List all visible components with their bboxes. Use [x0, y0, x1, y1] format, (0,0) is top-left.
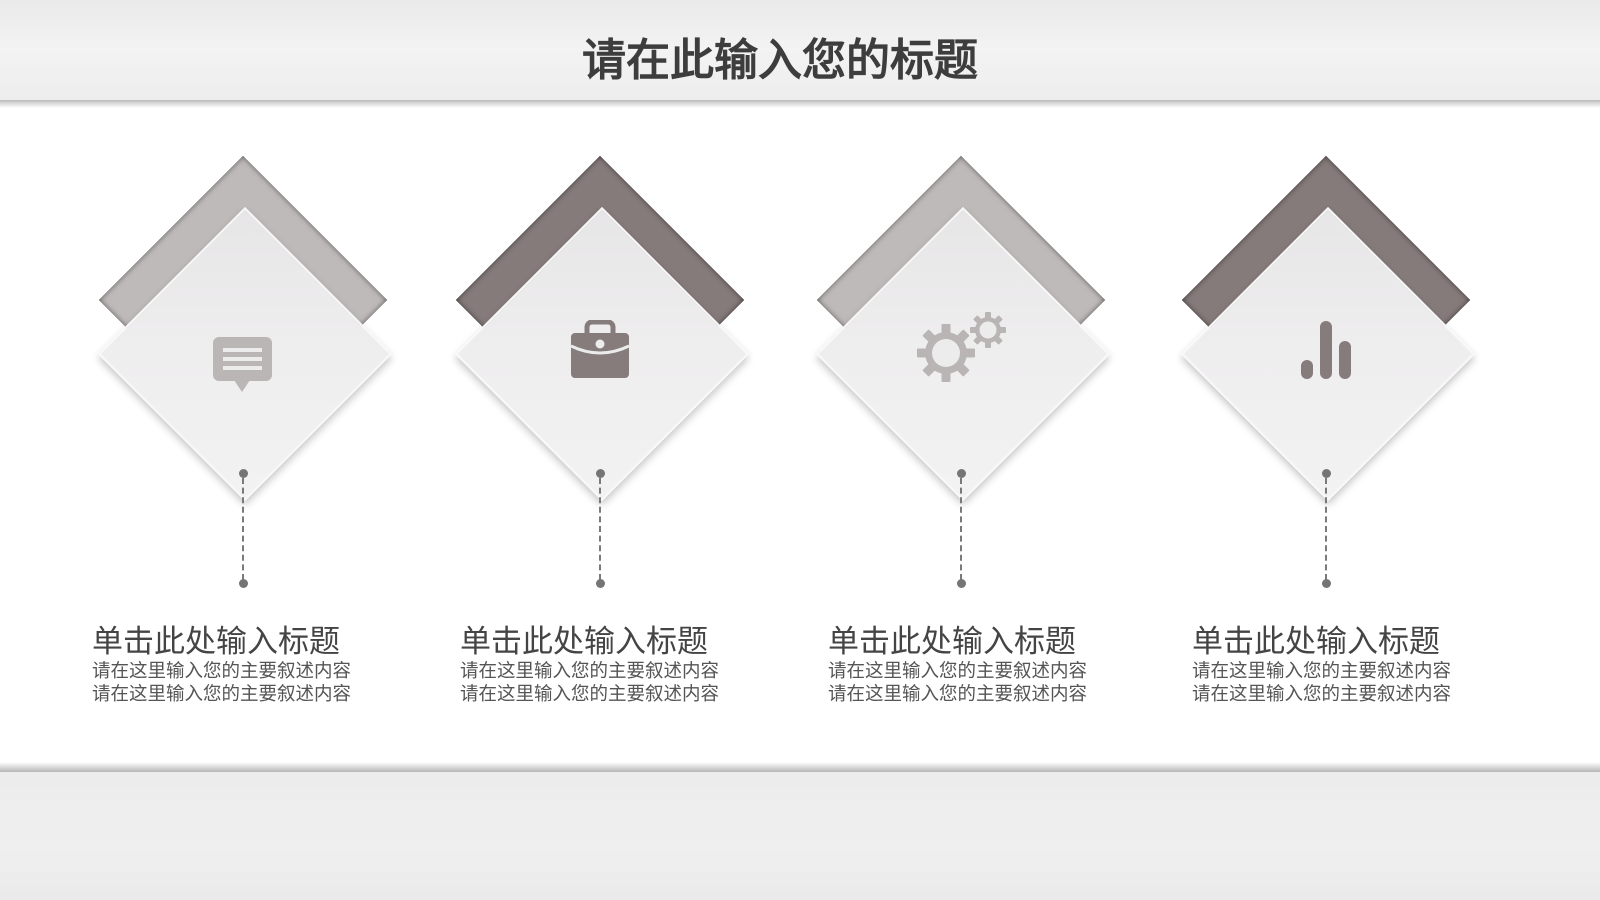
connector-dot-top [239, 469, 248, 478]
slide-title[interactable]: 请在此输入您的标题 [582, 35, 978, 86]
connector-dashed-line [242, 478, 244, 580]
item-description-line[interactable]: 请在这里输入您的主要叙述内容 [1192, 684, 1452, 705]
footer-band [0, 762, 1600, 900]
connector-dashed-line [599, 478, 601, 580]
text-block: 单击此处输入标题 请在这里输入您的主要叙述内容 请在这里输入您的主要叙述内容 [1192, 624, 1451, 706]
item-title[interactable]: 单击此处输入标题 [460, 624, 708, 660]
connector-dashed-line [1325, 478, 1327, 580]
text-block: 单击此处输入标题 请在这里输入您的主要叙述内容 请在这里输入您的主要叙述内容 [460, 624, 719, 706]
connector-dot-top [596, 469, 605, 478]
item-description-line[interactable]: 请在这里输入您的主要叙述内容 [828, 661, 1088, 682]
gears-icon [917, 312, 1006, 382]
item-description-line[interactable]: 请在这里输入您的主要叙述内容 [460, 684, 720, 705]
item-title[interactable]: 单击此处输入标题 [1192, 624, 1440, 660]
item-description-line[interactable]: 请在这里输入您的主要叙述内容 [92, 684, 352, 705]
item-description-line[interactable]: 请在这里输入您的主要叙述内容 [92, 661, 352, 682]
connector-dot-bottom [957, 579, 966, 588]
item-description-line[interactable]: 请在这里输入您的主要叙述内容 [460, 661, 720, 682]
connector-dashed-line [960, 478, 962, 580]
connector-dot-bottom [239, 579, 248, 588]
text-block: 单击此处输入标题 请在这里输入您的主要叙述内容 请在这里输入您的主要叙述内容 [828, 624, 1087, 706]
bar-chart-icon [1301, 321, 1351, 379]
item-title[interactable]: 单击此处输入标题 [92, 624, 340, 660]
text-block: 单击此处输入标题 请在这里输入您的主要叙述内容 请在这里输入您的主要叙述内容 [92, 624, 351, 706]
item-description-line[interactable]: 请在这里输入您的主要叙述内容 [828, 684, 1088, 705]
header-band: 请在此输入您的标题 [0, 0, 1600, 108]
briefcase-icon [570, 320, 630, 378]
connector-dot-top [957, 469, 966, 478]
item-description-line[interactable]: 请在这里输入您的主要叙述内容 [1192, 661, 1452, 682]
connector-dot-bottom [596, 579, 605, 588]
connector-dot-top [1322, 469, 1331, 478]
item-title[interactable]: 单击此处输入标题 [828, 624, 1076, 660]
chat-bubble-icon [213, 337, 272, 392]
connector-dot-bottom [1322, 579, 1331, 588]
